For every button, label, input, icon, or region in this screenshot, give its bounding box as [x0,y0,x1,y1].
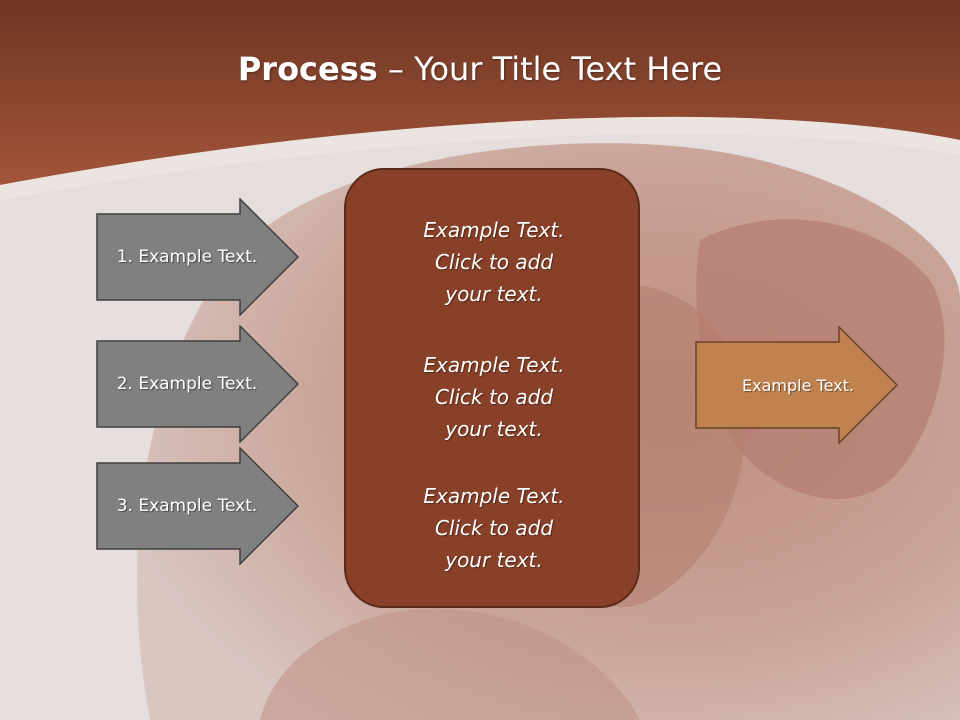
arrow-shape [96,198,300,316]
block-line: Click to add [434,516,554,540]
block-line: your text. [445,282,543,306]
input-arrow-label: 1. Example Text. [116,247,258,267]
title-rest: – Your Title Text Here [377,50,723,88]
block-line: Example Text. [423,218,565,242]
input-arrow-3[interactable]: 3. Example Text. [96,447,301,565]
block-line: Click to add [434,385,554,409]
center-text-block-1: Example Text. Click to add your text. [346,214,642,310]
title-bold: Process [237,50,378,88]
block-line: Example Text. [423,353,565,377]
arrow-shape [96,447,300,565]
center-text-block-2: Example Text. Click to add your text. [346,349,642,445]
center-text-block-3: Example Text. Click to add your text. [346,480,642,576]
input-arrow-1[interactable]: 1. Example Text. [96,198,301,316]
output-arrow-label: Example Text. [742,375,854,395]
input-arrow-label: 2. Example Text. [116,374,258,394]
block-line: your text. [445,417,543,441]
arrow-shape [96,325,300,443]
slide-title[interactable]: Process – Your Title Text Here [0,50,960,88]
arrow-shape [695,326,899,444]
input-arrow-2[interactable]: 2. Example Text. [96,325,301,443]
input-arrow-label: 3. Example Text. [116,496,258,516]
center-process-box[interactable]: Example Text. Click to add your text. Ex… [344,168,640,608]
block-line: Click to add [434,250,554,274]
output-arrow[interactable]: Example Text. [695,326,900,444]
block-line: Example Text. [423,484,565,508]
block-line: your text. [445,548,543,572]
